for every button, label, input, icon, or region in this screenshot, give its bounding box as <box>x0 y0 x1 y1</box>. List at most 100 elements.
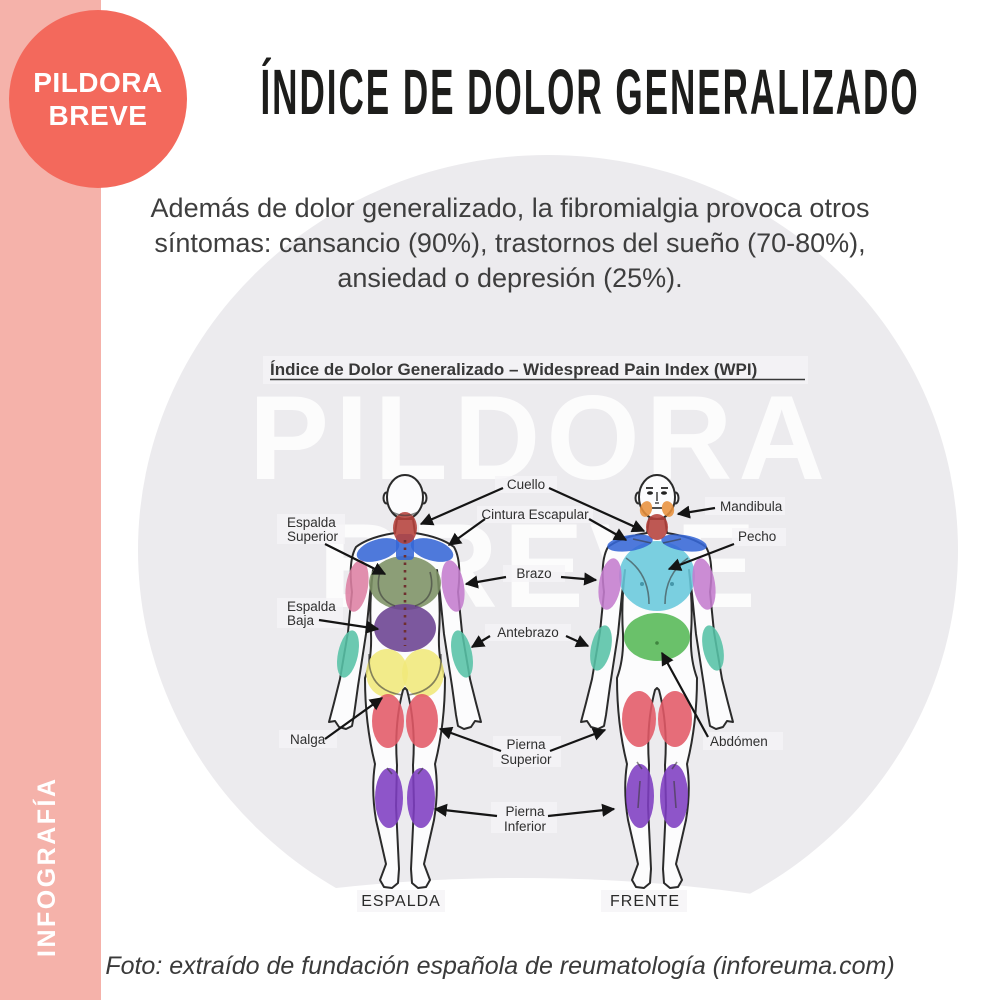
brand-badge: PILDORA BREVE <box>9 10 187 188</box>
footer-credit: Foto: extraído de fundación española de … <box>105 952 895 980</box>
photo-patch <box>277 514 345 544</box>
knee-marks-back <box>386 767 424 775</box>
photo-patch <box>705 497 785 515</box>
arrow-brazo-right <box>560 572 598 586</box>
region-cintura-escapular-right-back <box>410 538 454 562</box>
nose <box>655 492 659 504</box>
photo-patch <box>491 802 557 833</box>
photo-patch <box>703 732 783 750</box>
region-brazo-left-back <box>345 560 369 612</box>
labels: Cuello Cintura Escapular Brazo Antebrazo… <box>287 477 783 910</box>
photo-patch <box>279 730 337 748</box>
intro-text: Además de dolor generalizado, la fibromi… <box>120 191 900 296</box>
front-figure <box>580 474 734 889</box>
region-brazo-right-back <box>441 560 465 612</box>
page-title: ÍNDICE DE DOLOR GENERALIZADO <box>260 57 920 129</box>
region-pierna-inferior-right-back <box>407 768 435 828</box>
navel <box>655 641 659 645</box>
label-nalga: Nalga <box>290 732 326 747</box>
region-nalga-right <box>402 649 444 697</box>
label-espalda-baja-2: Baja <box>287 613 315 628</box>
label-mandibula: Mandibula <box>720 499 783 514</box>
region-pierna-inferior-right-front <box>660 764 688 828</box>
label-espalda-superior-1: Espalda <box>287 515 336 530</box>
buttock-arc-left <box>368 653 403 696</box>
diagram-title: Índice de Dolor Generalizado – Widesprea… <box>270 360 757 379</box>
region-brazo-left-front <box>598 558 622 610</box>
scapula-arc-left <box>377 571 396 607</box>
photo-patch <box>493 736 561 767</box>
region-antebrazo-right-back <box>451 630 473 678</box>
photo-patch <box>503 565 565 582</box>
region-cintura-escapular-left-back <box>356 538 400 562</box>
arrow-mandibula <box>676 505 716 519</box>
region-antebrazo-left-front <box>590 625 612 671</box>
back-figure <box>328 474 482 889</box>
region-cuello-front <box>646 514 668 540</box>
label-espalda-baja-1: Espalda <box>287 599 336 614</box>
arrow-pecho <box>667 542 735 571</box>
label-pierna-superior-2: Superior <box>500 752 552 767</box>
photo-patch <box>477 506 593 523</box>
region-nalga-left <box>366 649 408 697</box>
arrow-cuello-left <box>419 486 504 526</box>
region-mandibula-left <box>639 501 653 517</box>
leg-marks-front <box>636 761 678 809</box>
label-pierna-superior-1: Pierna <box>506 737 546 752</box>
sidebar-vertical-label: INFOGRAFÍA <box>33 776 61 957</box>
region-pierna-superior-left-front <box>622 691 656 747</box>
region-espalda-superior <box>369 556 441 610</box>
region-pierna-superior-right-front <box>658 691 692 747</box>
label-abdomen: Abdómen <box>710 734 768 749</box>
hairline <box>391 511 419 517</box>
label-espalda-superior-2: Superior <box>287 529 339 544</box>
region-pierna-inferior-left-front <box>626 764 654 828</box>
intro-line-2: síntomas: cansancio (90%), trastornos de… <box>154 228 866 258</box>
eye-right <box>661 491 667 495</box>
arrow-cuello-right <box>548 486 646 533</box>
photo-patch <box>357 890 445 912</box>
photo-patch <box>495 476 557 493</box>
region-espalda-baja <box>374 604 436 652</box>
arrow-cintura-right <box>588 518 628 541</box>
label-cuello: Cuello <box>507 477 545 492</box>
label-brazo: Brazo <box>516 566 551 581</box>
region-pecho <box>619 541 695 611</box>
arrow-pierna-inferior-left <box>433 803 498 818</box>
pain-index-diagram: Índice de Dolor Generalizado – Widesprea… <box>263 356 808 912</box>
region-mandibula-right <box>661 501 675 517</box>
region-pierna-inferior-left-back <box>375 768 403 828</box>
label-pierna-inferior-2: Inferior <box>504 819 547 834</box>
arrow-cintura-left <box>447 518 486 546</box>
region-cintura-escapular-right-front <box>661 534 707 552</box>
region-antebrazo-left-back <box>337 630 359 678</box>
brand-badge-line2: BREVE <box>48 100 148 131</box>
nipple-left <box>640 582 644 586</box>
photo-patch <box>601 890 687 912</box>
pectoral-lines <box>625 557 689 605</box>
label-antebrazo: Antebrazo <box>497 625 559 640</box>
region-brazo-right-front <box>692 558 716 610</box>
arrow-espalda-superior <box>324 543 387 575</box>
intro-line-3: ansiedad o depresión (25%). <box>337 263 683 293</box>
arrow-pierna-inferior-right <box>547 803 616 818</box>
intro-line-1: Además de dolor generalizado, la fibromi… <box>150 193 870 223</box>
eye-left <box>647 491 653 495</box>
label-pecho: Pecho <box>738 529 776 544</box>
caption-frente: FRENTE <box>610 893 680 910</box>
arrow-antebrazo-left <box>470 635 491 648</box>
arrow-abdomen <box>661 651 709 738</box>
label-cintura-escapular: Cintura Escapular <box>481 507 589 522</box>
clavicle-lines <box>632 538 682 544</box>
caption-espalda: ESPALDA <box>361 893 441 910</box>
region-pierna-superior-right-back <box>406 694 438 748</box>
arrow-nalga <box>324 697 384 740</box>
arrows <box>318 486 735 818</box>
buttock-arc-right <box>407 653 442 696</box>
region-abdomen <box>624 613 690 661</box>
photo-patch <box>485 624 571 641</box>
brand-badge-line1: PILDORA <box>33 66 163 98</box>
nipple-right <box>670 582 674 586</box>
photo-patch <box>732 528 786 546</box>
